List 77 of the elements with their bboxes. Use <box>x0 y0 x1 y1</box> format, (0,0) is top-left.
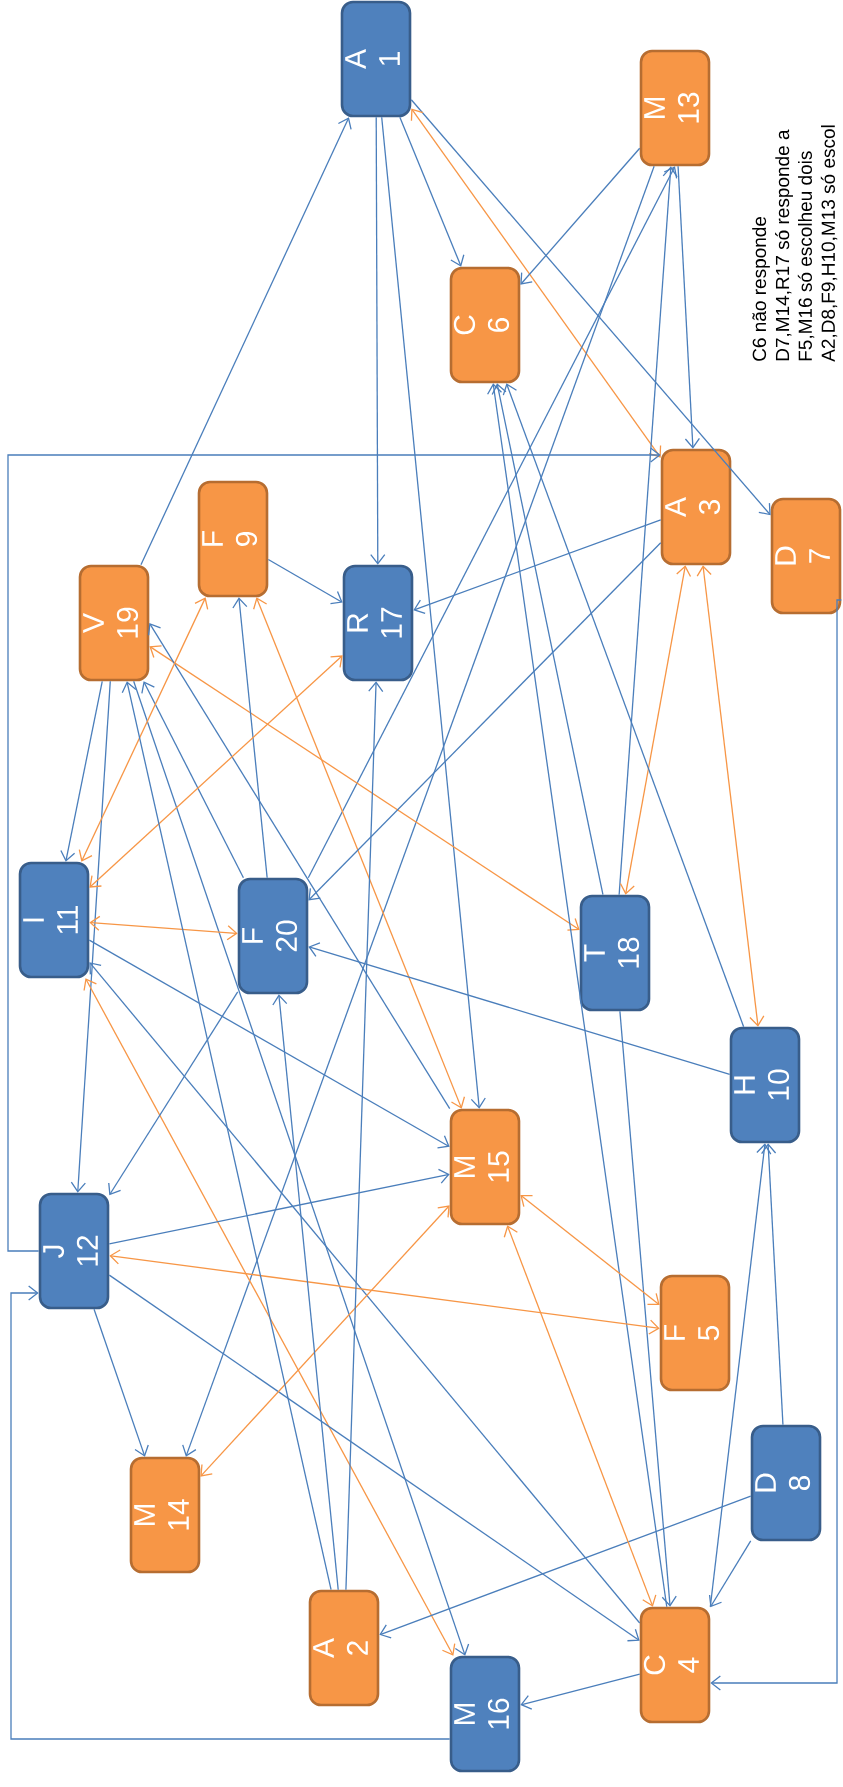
arrow <box>60 680 103 862</box>
arrow <box>520 1194 660 1306</box>
arrow <box>677 165 701 449</box>
arrow <box>379 1495 752 1639</box>
arrow <box>410 108 662 458</box>
arrow <box>272 994 339 1591</box>
rounded-box: M 13 <box>639 49 711 167</box>
arrow <box>121 681 332 1591</box>
arrow <box>93 1308 149 1457</box>
arrow <box>232 597 268 879</box>
rounded-box: I 11 <box>18 861 90 979</box>
arrow <box>413 519 662 614</box>
arrow <box>708 1540 752 1608</box>
arrow <box>710 599 842 1691</box>
arrow <box>381 116 486 1109</box>
arrow <box>502 383 745 1028</box>
arrow <box>696 565 765 1027</box>
arrow <box>520 147 641 285</box>
rounded-box: M 14 <box>129 1456 201 1574</box>
rounded-box: M 16 <box>449 1655 521 1773</box>
arrow <box>83 978 456 1656</box>
rounded-box: F 20 <box>237 877 309 995</box>
arrow <box>89 962 641 1624</box>
arrow <box>78 597 209 862</box>
arrow <box>200 1205 450 1477</box>
rounded-box: J 12 <box>38 1192 110 1310</box>
arrow <box>520 1673 641 1710</box>
rounded-box: M 15 <box>449 1108 521 1226</box>
rounded-box: C 6 <box>449 266 521 384</box>
arrow <box>133 680 470 1656</box>
arrow <box>88 939 450 1149</box>
arrow <box>307 166 678 879</box>
arrow <box>7 447 661 1252</box>
rounded-box: R 17 <box>342 564 414 682</box>
arrow <box>10 1285 451 1740</box>
note-text: D7,M14,R17 só responde a <box>775 129 793 361</box>
arrow <box>410 99 771 516</box>
rounded-box: A 3 <box>660 448 732 566</box>
arrow <box>399 116 465 267</box>
arrow <box>148 623 451 1110</box>
arrow <box>141 681 245 879</box>
arrow <box>140 117 352 566</box>
arrow <box>253 597 466 1109</box>
arrow <box>619 565 692 895</box>
arrow <box>760 1143 784 1426</box>
arrow <box>370 116 386 565</box>
arrow <box>70 680 111 1193</box>
rounded-box: F 9 <box>197 480 269 598</box>
arrow <box>618 166 678 896</box>
arrow <box>108 1274 640 1642</box>
rounded-box: C 4 <box>639 1606 711 1724</box>
arrow <box>108 991 239 1196</box>
rounded-box: D 8 <box>750 1424 822 1542</box>
arrow <box>486 383 668 1608</box>
arrow <box>267 558 343 605</box>
rounded-box: A 1 <box>340 0 412 118</box>
arrow <box>308 942 731 1075</box>
arrow <box>619 1010 677 1607</box>
arrow <box>108 1168 450 1245</box>
rounded-box: F 5 <box>659 1274 731 1392</box>
rounded-box: T 18 <box>579 894 651 1012</box>
arrow <box>491 383 604 896</box>
arrow <box>503 1225 657 1607</box>
note-text: C6 não responde <box>752 216 770 361</box>
arrow <box>345 681 384 1591</box>
rounded-box: D 7 <box>770 497 842 615</box>
arrow <box>182 165 655 1457</box>
arrow <box>89 655 343 888</box>
rounded-box: A 2 <box>308 1589 380 1707</box>
arrow <box>149 645 580 931</box>
arrow <box>89 915 238 941</box>
note-text: F5,M16 só escolheu dois <box>797 151 815 361</box>
note-text: A2,D8,F9,H10,M13 só escol <box>820 125 838 362</box>
arrow <box>109 1249 660 1335</box>
rounded-box: H 10 <box>729 1026 801 1144</box>
arrow <box>308 542 662 901</box>
rounded-box: V 19 <box>78 564 150 682</box>
